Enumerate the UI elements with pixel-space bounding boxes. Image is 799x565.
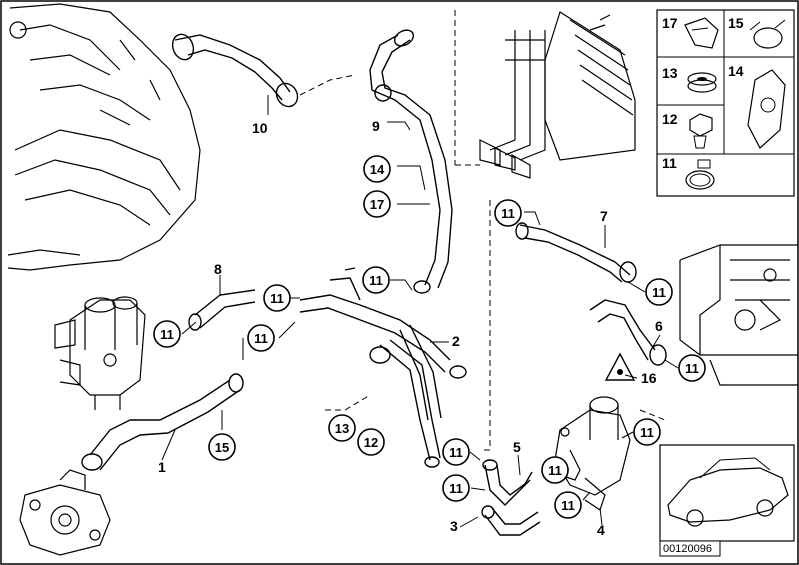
legend-cell-15: 15	[728, 15, 786, 49]
svg-text:11: 11	[662, 155, 677, 171]
svg-text:14: 14	[728, 63, 744, 79]
svg-text:11: 11	[270, 291, 284, 306]
svg-text:11: 11	[160, 327, 174, 342]
legend-cell-13: 13	[662, 65, 717, 93]
label-10: 10	[252, 120, 268, 136]
svg-text:11: 11	[449, 481, 463, 496]
svg-text:15: 15	[728, 15, 744, 31]
legend-cell-11: 11	[662, 155, 715, 190]
vehicle-thumbnail	[659, 444, 795, 542]
plain-labels: 10 9 7 8 6 2 16 1 5 3 4	[158, 118, 663, 538]
svg-text:11: 11	[501, 206, 515, 221]
svg-text:11: 11	[685, 361, 699, 376]
callout-13: 13	[328, 414, 356, 442]
callout-11-valve-left: 11	[541, 456, 569, 484]
hose-10	[174, 34, 291, 93]
svg-text:13: 13	[662, 65, 678, 81]
dashed-guides	[299, 10, 666, 451]
callouts: 14 17 11 11 11 11 11 11 11 15 13 12 11 1…	[153, 155, 706, 519]
legend-cell-12: 12	[662, 111, 713, 149]
label-8: 8	[214, 261, 222, 277]
hose-3	[484, 514, 541, 536]
svg-text:11: 11	[640, 425, 654, 440]
legend-cell-14: 14	[728, 63, 786, 149]
svg-text:13: 13	[335, 421, 349, 436]
callout-11-hose6: 11	[678, 354, 706, 382]
label-4: 4	[597, 522, 605, 538]
hose-6	[589, 299, 656, 351]
callout-15-hose: 15	[208, 433, 236, 461]
callout-12: 12	[357, 428, 385, 456]
diagram-code: 00120096	[659, 540, 721, 557]
callout-17-hose: 17	[363, 190, 391, 218]
svg-text:11: 11	[652, 285, 666, 300]
svg-text:14: 14	[370, 162, 385, 177]
auxiliary-heater	[679, 244, 798, 386]
callout-11-hose8-right: 11	[263, 284, 291, 312]
label-9: 9	[372, 118, 380, 134]
hoses	[81, 29, 667, 536]
callout-11-hose7-right: 11	[645, 278, 673, 306]
callout-11-upper-hose: 11	[362, 266, 390, 294]
hose-5	[484, 464, 531, 506]
callout-11-hose15-top: 11	[247, 324, 275, 352]
water-valve-center	[554, 396, 631, 511]
callout-11-hose5: 11	[442, 474, 470, 502]
svg-text:12: 12	[662, 111, 678, 127]
water-pump	[19, 469, 111, 556]
svg-text:00120096: 00120096	[663, 543, 712, 555]
svg-text:11: 11	[369, 273, 383, 288]
hose-15	[89, 379, 231, 456]
label-1: 1	[158, 459, 166, 475]
svg-text:11: 11	[449, 445, 463, 460]
callout-11-valve-right: 11	[633, 418, 661, 446]
svg-text:15: 15	[215, 440, 229, 455]
svg-text:17: 17	[370, 197, 384, 212]
warning-symbol-16	[604, 352, 636, 381]
callout-11-hose8-left: 11	[153, 320, 181, 348]
callout-11-pipe-lower: 11	[442, 438, 470, 466]
label-7: 7	[600, 208, 608, 224]
heater-core	[479, 11, 636, 179]
hose-8	[194, 289, 256, 316]
label-5: 5	[513, 439, 521, 455]
callout-14-hose: 14	[363, 155, 391, 183]
label-2: 2	[452, 333, 460, 349]
engine-block	[7, 3, 201, 271]
hose-7	[519, 224, 631, 276]
leader-lines	[161, 95, 679, 528]
parts-legend: 17 15 13 14 12 11	[656, 9, 795, 197]
label-16: 16	[641, 370, 657, 386]
svg-text:11: 11	[561, 498, 575, 513]
pipe-2	[299, 294, 451, 373]
callout-11-hose3: 11	[554, 491, 582, 519]
label-3: 3	[450, 518, 458, 534]
svg-text:11: 11	[254, 331, 268, 346]
svg-text:17: 17	[662, 15, 678, 31]
svg-text:11: 11	[548, 463, 562, 478]
svg-text:12: 12	[364, 435, 378, 450]
legend-cell-17: 17	[662, 15, 719, 49]
hose-9	[369, 34, 441, 286]
water-valve-left	[54, 296, 146, 410]
callout-11-hose7-left: 11	[494, 199, 522, 227]
label-6: 6	[655, 318, 663, 334]
